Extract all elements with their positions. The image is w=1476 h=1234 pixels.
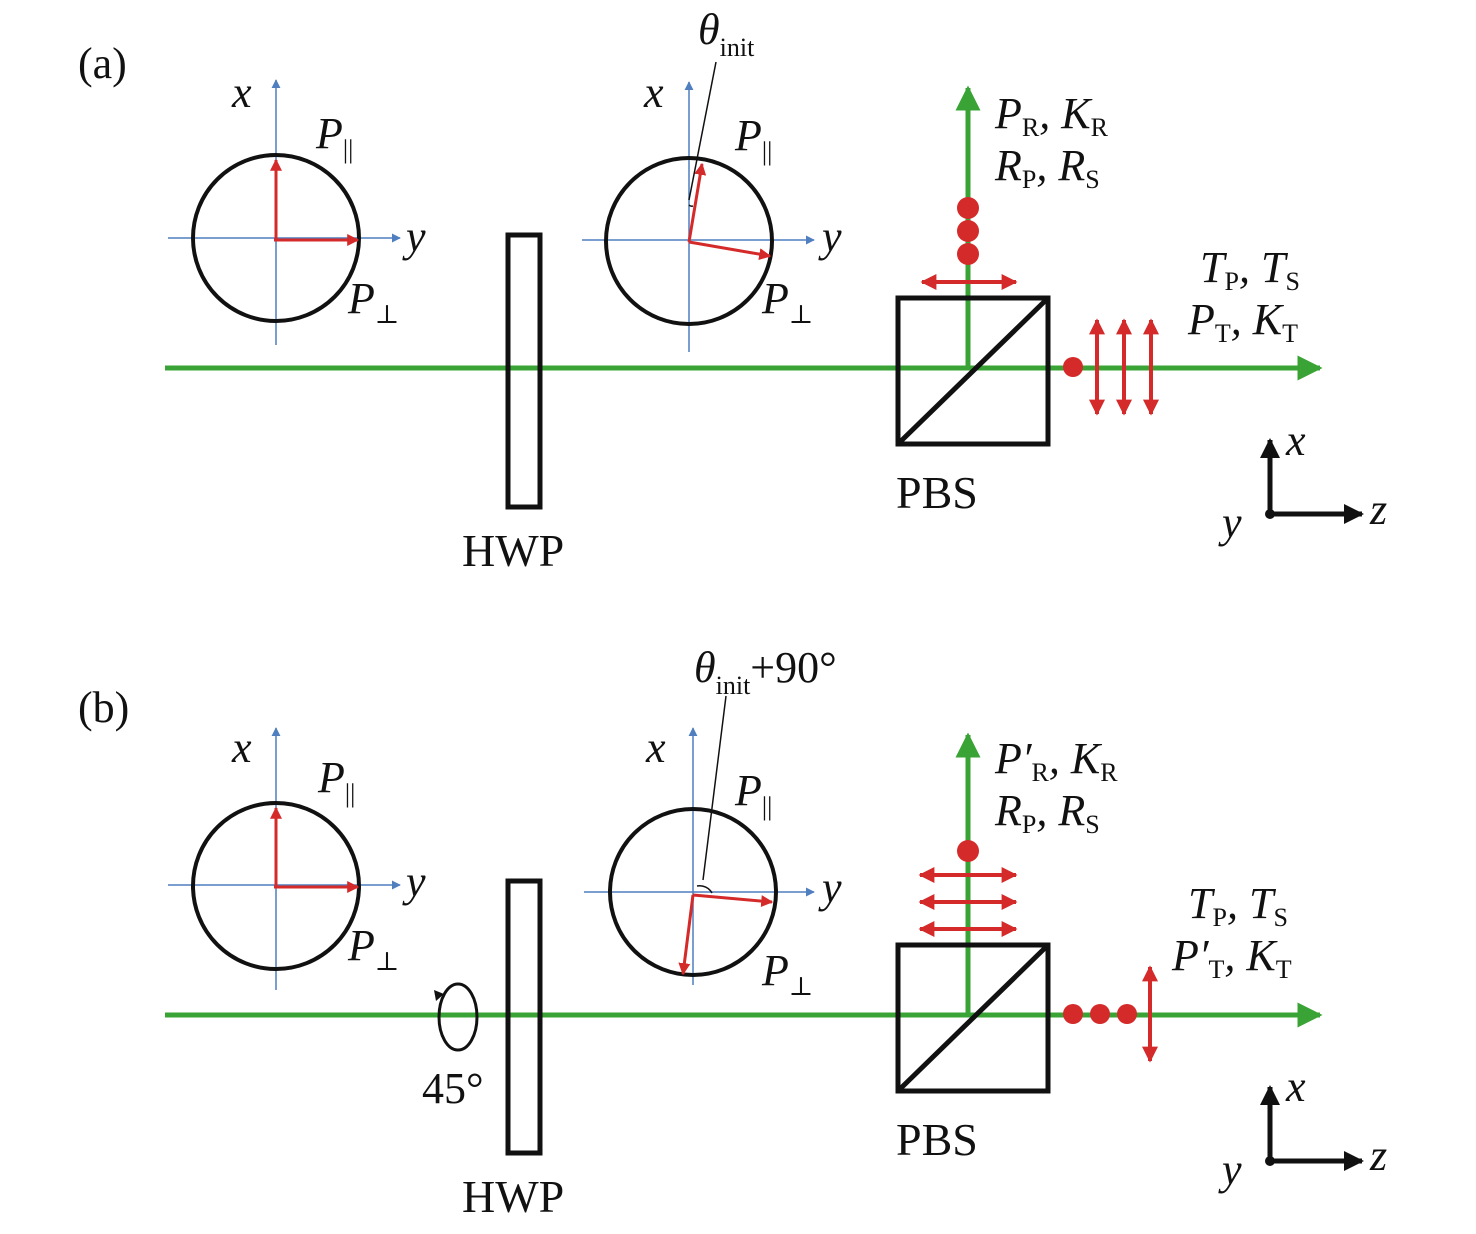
triad-y-dot [1265,1156,1275,1166]
triad-x-label: x [1285,416,1306,465]
reflected-label-line2: RP, RS [994,786,1100,839]
triad-z-label: z [1369,485,1387,534]
p-parallel-vector [692,893,774,908]
half-wave-plate [505,232,543,510]
rotation-arrowhead-icon [434,990,444,1001]
p-parallel-label: P|| [734,111,772,166]
s-polarization-dot [1063,357,1083,377]
theta-angle-arc [696,884,713,894]
triad-x-label: x [1285,1062,1306,1111]
p-parallel-label: P|| [734,766,772,821]
hwp-label: HWP [462,525,564,576]
p-parallel-label: P|| [315,109,353,164]
triad-z-label: z [1369,1131,1387,1180]
s-polarization-dot [957,197,979,219]
p-perp-vector [688,240,772,261]
rotation-angle-label: 45° [422,1064,484,1113]
theta-leader-line [702,695,727,881]
pbs-diagonal [898,945,1048,1091]
theta-angle-arc [688,204,694,207]
x-axis-label: x [231,68,252,117]
y-axis-label: y [402,212,426,261]
rotated-polarization-diagram: x y θinit+90° P|| P⊥ [584,643,842,1001]
panel-a: (a) x y P|| P⊥ HWP x [78,5,1387,576]
p-perp-vector [678,894,695,976]
coordinate-triad: x y z [1218,416,1387,547]
reflected-label-line1: P′R, KR [994,734,1118,787]
s-polarization-dot [957,840,979,862]
y-axis-label: y [402,857,426,906]
pbs-diagonal [898,298,1048,444]
s-polarization-dot [1090,1004,1110,1024]
panel-b: (b) x y P|| P⊥ 45° HWP [78,643,1387,1222]
s-polarization-dot [1063,1004,1083,1024]
y-axis-label: y [818,863,842,912]
x-axis-label: x [643,68,664,117]
pbs-label: PBS [896,1114,978,1165]
s-polarization-dot [957,220,979,242]
p-perp-label: P⊥ [347,921,399,976]
s-polarization-dot [1117,1004,1137,1024]
s-polarization-dot [957,243,979,265]
p-perp-label: P⊥ [761,946,813,1001]
transmitted-label-line1: TP, TS [1200,243,1300,296]
rotation-icon [437,982,479,1052]
input-polarization-diagram: x y P|| P⊥ [168,723,426,990]
triad-y-dot [1265,509,1275,519]
p-parallel-vector [687,162,707,243]
transmitted-label-line2: P′T, KT [1171,931,1292,984]
coordinate-triad: x y z [1218,1062,1387,1194]
transmitted-label-line2: PT, KT [1187,295,1298,348]
theta-init-label: θinit [698,5,755,62]
rotated-polarization-diagram: x y θinit P|| P⊥ [582,5,842,352]
triad-y-label: y [1218,1145,1242,1194]
panel-b-label: (b) [78,683,129,732]
pbs-label: PBS [896,467,978,518]
p-parallel-label: P|| [317,753,355,808]
triad-y-label: y [1218,498,1242,547]
polarizing-beam-splitter [895,295,1051,447]
x-axis-label: x [231,723,252,772]
hwp-label: HWP [462,1171,564,1222]
p-perp-label: P⊥ [761,274,813,329]
reflected-label-line2: RP, RS [994,141,1100,194]
p-perp-label: P⊥ [347,274,399,329]
theta-init-plus-90-label: θinit+90° [694,643,837,700]
x-axis-label: x [645,723,666,772]
half-wave-plate [505,878,543,1156]
input-polarization-diagram: x y P|| P⊥ [168,68,426,345]
theta-leader-line [688,61,717,201]
y-axis-label: y [818,212,842,261]
reflected-label-line1: PR, KR [994,89,1109,142]
panel-a-label: (a) [78,39,127,88]
polarization-circle [608,807,778,977]
polarization-circle [604,156,774,326]
transmitted-label-line1: TP, TS [1188,879,1288,932]
polarizing-beam-splitter [895,942,1051,1094]
